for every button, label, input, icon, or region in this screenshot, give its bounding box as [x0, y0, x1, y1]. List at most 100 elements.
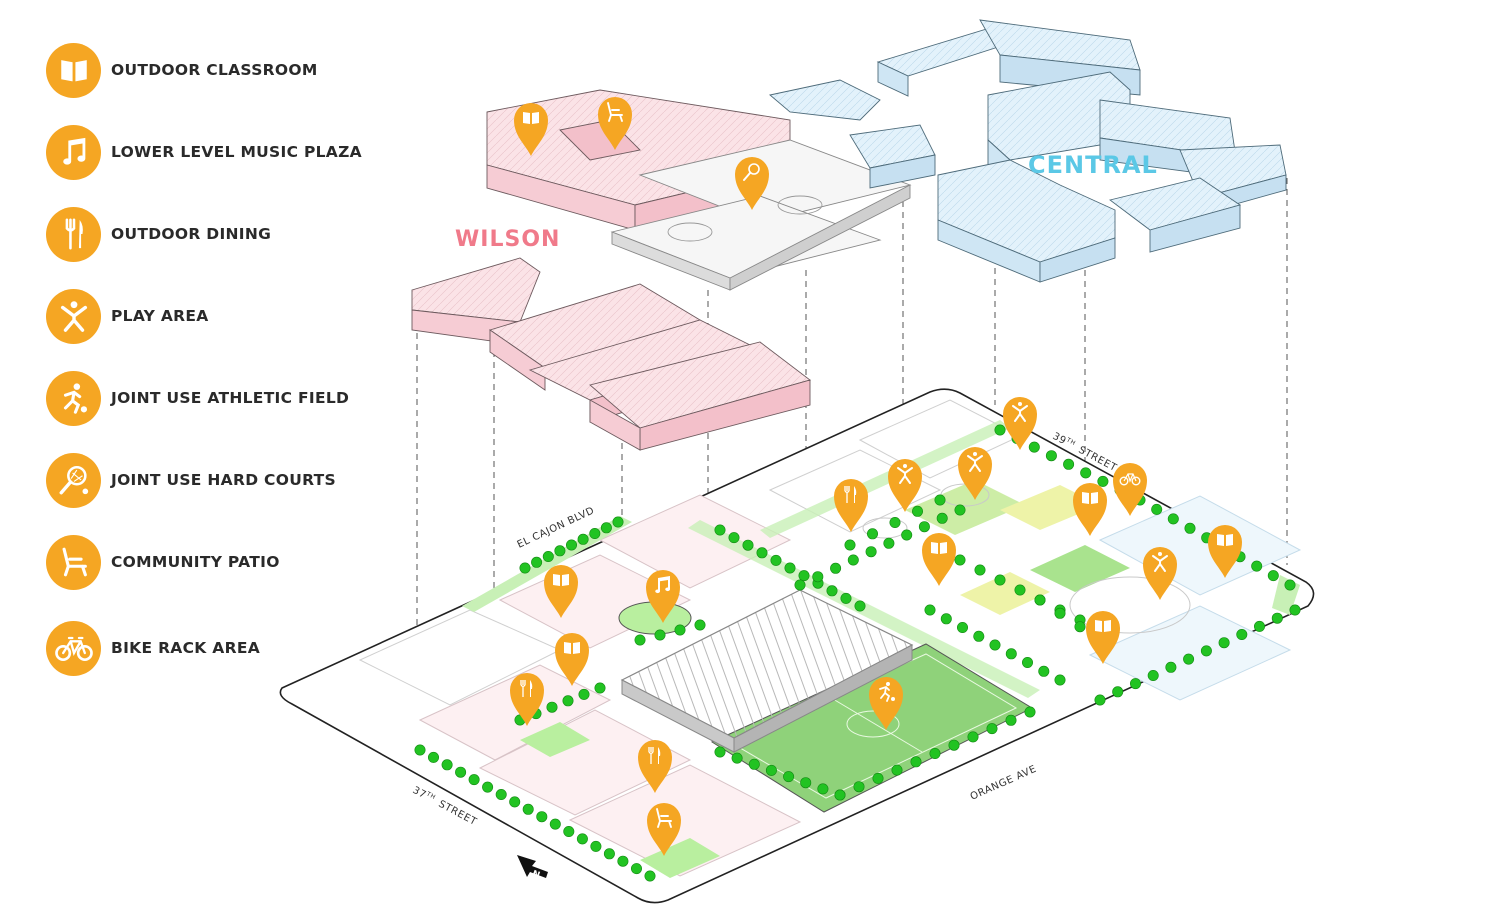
- tree: [974, 564, 986, 576]
- tree: [994, 424, 1006, 436]
- tree: [1074, 621, 1086, 633]
- amenity-pins: [510, 97, 1242, 856]
- legend-item-hard-courts: JOINT USE HARD COURTS: [46, 452, 336, 508]
- street-label-orange: ORANGE AVE: [969, 764, 1039, 803]
- tree: [654, 629, 666, 641]
- tree: [1200, 645, 1212, 657]
- tree: [589, 527, 601, 539]
- tree: [603, 848, 615, 860]
- map-pin-bicycle-icon: [1113, 463, 1147, 516]
- tree: [1289, 604, 1301, 616]
- tree: [455, 766, 467, 778]
- tree: [924, 604, 936, 616]
- music-note-icon: [46, 124, 101, 180]
- person-jumping-icon: [967, 452, 983, 472]
- lounge-chair-icon: [607, 102, 623, 122]
- tree: [1147, 669, 1159, 681]
- tree: [1021, 656, 1033, 668]
- book-icon: [523, 112, 539, 124]
- tree: [554, 545, 566, 557]
- map-pin-lounge-chair-icon: [647, 803, 681, 856]
- legend-item-music-plaza: LOWER LEVEL MUSIC PLAZA: [46, 124, 362, 180]
- map-pin-soccer-player-icon: [869, 677, 903, 730]
- wilson-buildings: [411, 89, 912, 451]
- tree: [519, 562, 531, 574]
- map-pin-person-jumping-icon: [1003, 397, 1037, 450]
- tennis-racket-icon: [46, 452, 101, 508]
- legend-label: OUTDOOR DINING: [111, 225, 272, 243]
- map-pin-lounge-chair-icon: [598, 97, 632, 150]
- map-pin-music-note-icon: [646, 570, 680, 623]
- tree: [1165, 661, 1177, 673]
- tree: [901, 529, 913, 541]
- tree: [644, 870, 656, 882]
- book-icon: [1217, 534, 1233, 546]
- tree: [956, 621, 968, 633]
- tree: [1218, 637, 1230, 649]
- tree: [1167, 513, 1179, 525]
- tree: [542, 550, 554, 562]
- tree: [509, 796, 521, 808]
- tree: [612, 516, 624, 528]
- tree: [800, 777, 812, 789]
- tree: [1271, 612, 1283, 624]
- tree: [414, 744, 426, 756]
- tree: [853, 781, 865, 793]
- bicycle-icon: [1119, 473, 1141, 486]
- tree: [531, 556, 543, 568]
- soccer-player-icon: [46, 370, 101, 426]
- tree: [948, 739, 960, 751]
- tree: [812, 571, 824, 583]
- tree: [714, 746, 726, 758]
- fork-knife-icon: [844, 486, 857, 503]
- legend-item-bike-rack: BIKE RACK AREA: [46, 620, 260, 676]
- tree: [910, 756, 922, 768]
- tree: [847, 554, 859, 566]
- person-jumping-icon: [1152, 552, 1168, 572]
- north-arrow-icon: N: [517, 855, 548, 881]
- tree: [536, 811, 548, 823]
- map-pin-fork-knife-icon: [638, 740, 672, 793]
- book-icon: [553, 574, 569, 586]
- book-icon: [1095, 620, 1111, 632]
- legend-item-athletic-field: JOINT USE ATHLETIC FIELD: [46, 370, 349, 426]
- lounge-chair-icon: [656, 808, 672, 828]
- map-pin-book-icon: [1073, 483, 1107, 536]
- tree: [840, 592, 852, 604]
- person-jumping-icon: [46, 288, 101, 344]
- map-pin-book-icon: [555, 633, 589, 686]
- bicycle-icon: [46, 620, 101, 676]
- map-pin-book-icon: [1208, 525, 1242, 578]
- legend-label: COMMUNITY PATIO: [111, 553, 280, 571]
- wilson-label: WILSON: [455, 227, 560, 252]
- tree: [1054, 607, 1066, 619]
- tree: [1236, 628, 1248, 640]
- map-pin-person-jumping-icon: [888, 459, 922, 512]
- tree: [1284, 579, 1296, 591]
- map-pin-tennis-racket-icon: [735, 157, 769, 210]
- tree: [546, 701, 558, 713]
- tree: [1038, 665, 1050, 677]
- tree: [844, 539, 856, 551]
- tree: [994, 574, 1006, 586]
- tree: [756, 547, 768, 559]
- tree: [1080, 467, 1092, 479]
- tree: [1028, 441, 1040, 453]
- site-base: [279, 388, 1315, 904]
- tree: [883, 537, 895, 549]
- tree: [1063, 458, 1075, 470]
- fork-knife-icon: [648, 747, 661, 764]
- legend-label: OUTDOOR CLASSROOM: [111, 61, 318, 79]
- tree: [731, 752, 743, 764]
- book-icon: [564, 642, 580, 654]
- tree: [714, 524, 726, 536]
- tree: [427, 751, 439, 763]
- tree: [911, 505, 923, 517]
- tree: [973, 630, 985, 642]
- tree: [1005, 648, 1017, 660]
- map-pin-book-icon: [922, 533, 956, 586]
- tree: [694, 619, 706, 631]
- tree: [866, 528, 878, 540]
- book-icon: [1082, 492, 1098, 504]
